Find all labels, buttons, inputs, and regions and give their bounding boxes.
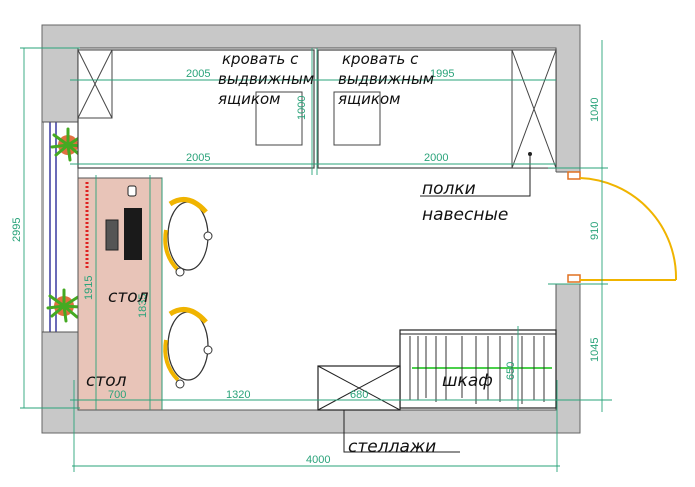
chair-icon bbox=[163, 197, 213, 277]
dimension-lines bbox=[20, 40, 612, 472]
dim-door: 910 bbox=[589, 222, 601, 240]
dim-bed-left-top: 2005 bbox=[186, 68, 210, 80]
label-bed-right-line3: ящиком bbox=[338, 90, 400, 108]
label-wardrobe: шкаф bbox=[442, 371, 493, 391]
dim-bed-right-bottom: 2000 bbox=[424, 152, 448, 164]
dim-bed-right-top: 1995 bbox=[430, 68, 454, 80]
desk bbox=[77, 177, 163, 411]
dim-left-total: 2995 bbox=[11, 218, 23, 242]
dim-bed-left-bottom: 2005 bbox=[186, 152, 210, 164]
label-shelves-line2: навесные bbox=[422, 205, 508, 225]
bed-right bbox=[317, 49, 557, 169]
bed-left bbox=[77, 49, 315, 169]
dim-wardrobe-depth: 650 bbox=[505, 362, 517, 380]
dim-total-width: 4000 bbox=[306, 454, 330, 466]
label-bed-left-line3: ящиком bbox=[218, 90, 280, 108]
label-racks: стеллажи bbox=[348, 437, 436, 457]
dim-desk-length-a: 1915 bbox=[83, 276, 95, 300]
dim-right-bottom: 1045 bbox=[589, 338, 601, 362]
chair-icon bbox=[163, 307, 213, 389]
dim-bed-width: 1000 bbox=[296, 96, 308, 120]
shelves-leader bbox=[420, 154, 531, 197]
wardrobe bbox=[399, 329, 557, 409]
dimension-texts: 2005 1995 2005 2000 1000 1040 910 1045 2… bbox=[11, 68, 601, 466]
dim-desk-depth: 700 bbox=[108, 389, 126, 401]
label-bed-left-line1: кровать с bbox=[222, 50, 299, 68]
label-bed-left-line2: выдвижным bbox=[218, 70, 314, 88]
label-shelves-line1: полки bbox=[422, 179, 476, 199]
dim-desk-length-b: 1835 bbox=[137, 294, 149, 318]
plant-icon bbox=[46, 288, 82, 323]
label-desk-top: стол bbox=[108, 287, 149, 307]
dim-right-top: 1040 bbox=[589, 98, 601, 122]
label-bed-right-line2: выдвижным bbox=[338, 70, 434, 88]
door bbox=[567, 171, 678, 283]
dim-floor-gap: 1320 bbox=[226, 389, 250, 401]
racks bbox=[317, 365, 460, 453]
plant-icon bbox=[50, 127, 86, 162]
label-desk-bottom: стол bbox=[86, 371, 127, 391]
label-bed-right-line1: кровать с bbox=[342, 50, 419, 68]
dim-rack-width: 680 bbox=[350, 389, 368, 401]
room-labels: кровать с выдвижным ящиком кровать с выд… bbox=[86, 50, 508, 457]
